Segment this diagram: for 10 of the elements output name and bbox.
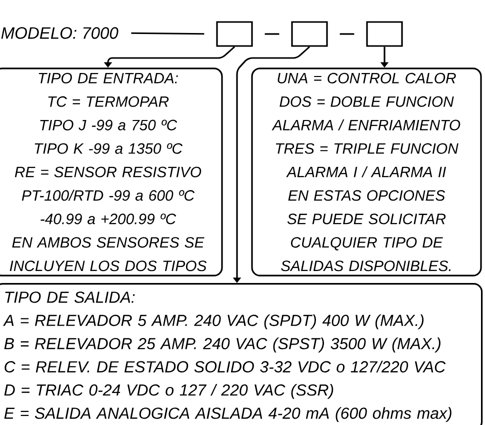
connector-line <box>340 33 354 35</box>
connector-line <box>264 33 280 35</box>
connector-line <box>131 32 204 35</box>
code-box <box>291 21 328 47</box>
code-box <box>366 21 403 47</box>
code-box <box>216 21 253 47</box>
note-box: TIPO DE ENTRADA: TC = TERMOPAR TIPO J -99 a 750 ºC TIPO K -99 a 1350 ºC RE = SENSOR RESISTIVO PT-100/RTD -99 a 600 ºC -40.99 a +200.99 ºC EN AMBOS SENSORES SE INCLUYEN LOS DOS TIPOS <box>0 68 223 276</box>
model-label: MODELO: 7000 <box>1 27 118 39</box>
note-box: UNA = CONTROL CALOR DOS = DOBLE FUNCION ALARMA / ENFRIAMIENTO TRES = TRIPLE FUNCION ALARMA I / ALARMA II EN ESTAS OPCIONES SE PUEDE SOLICITAR CUALQUIER TIPO DE SALIDAS DISPONIBLES. <box>251 68 482 276</box>
note-box: TIPO DE SALIDA: A = RELEVADOR 5 AMP. 240 VAC (SPDT) 400 W (MAX.) B = RELEVADOR 25 AMP. 240 VAC (SPST) 3500 W (MAX.) C = RELEV. DE ESTADO SOLIDO 3-32 VDC o 127/220 VAC D = TRIAC 0-24 VDC o 127 / 220 VAC (SSR) E = SALIDA ANALOGICA AISLADA 4-20 mA (600 ohms max) <box>0 283 483 425</box>
